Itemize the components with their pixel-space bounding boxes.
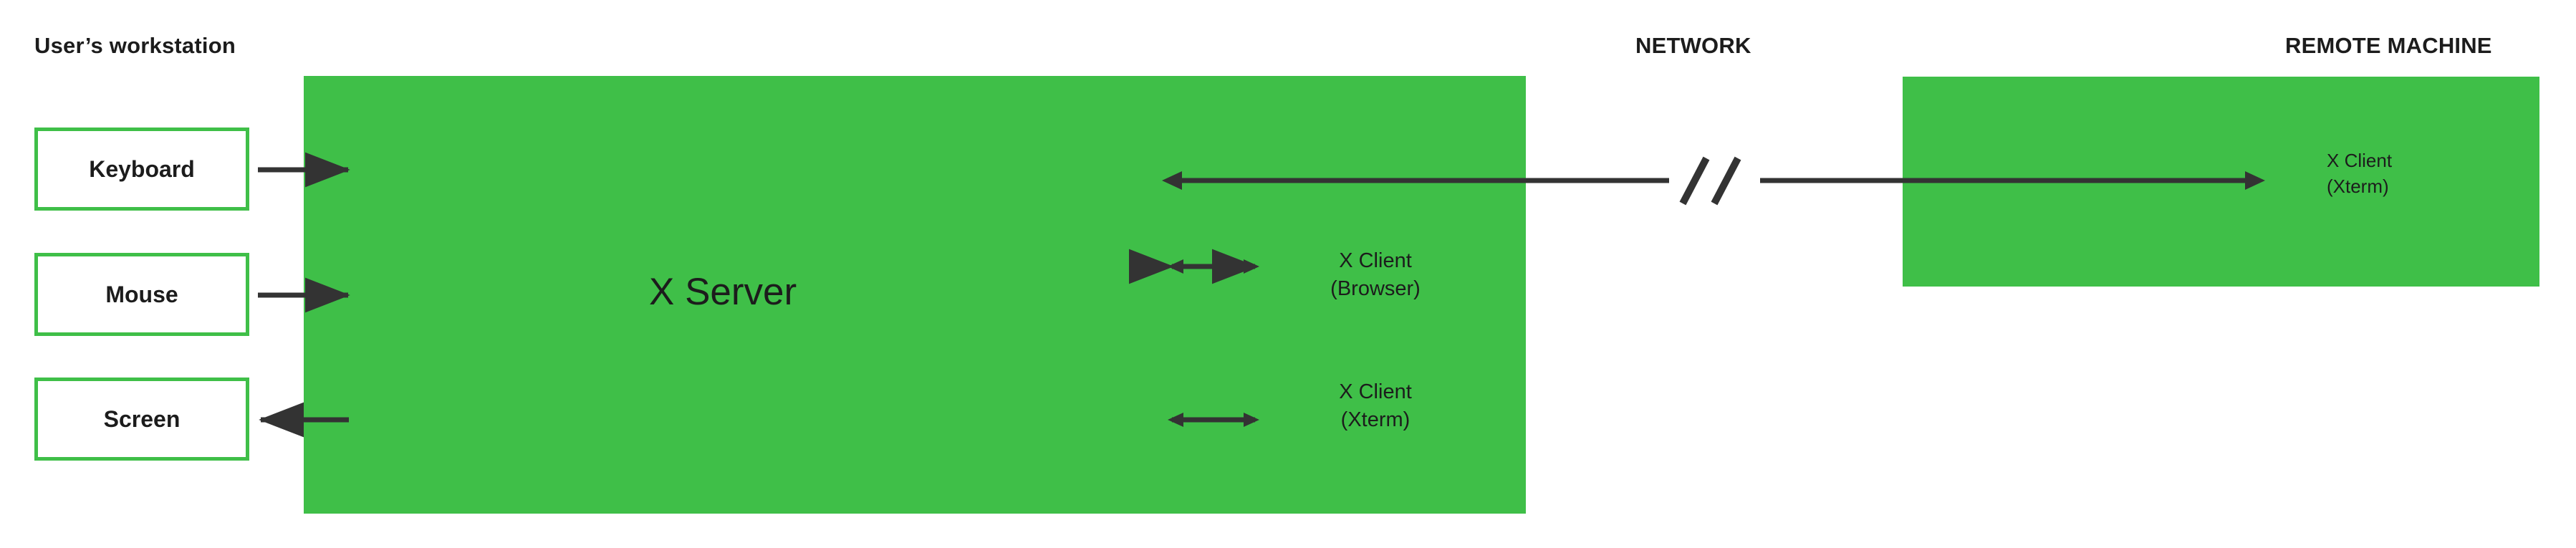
network-break-icon-slash-1 [1679, 156, 1710, 206]
x-client-xterm-remote-label: X Client (Xterm) [2327, 148, 2477, 200]
device-label-mouse: Mouse [105, 282, 178, 307]
x-client-browser-line2: (Browser) [1330, 277, 1421, 300]
device-box-screen: Screen [34, 378, 249, 461]
device-label-keyboard: Keyboard [89, 156, 195, 182]
x-client-xterm-remote-line2: (Xterm) [2327, 175, 2389, 197]
x-client-xterm-local-line1: X Client [1339, 380, 1412, 403]
x-server-title: X Server [649, 271, 797, 313]
device-box-mouse: Mouse [34, 253, 249, 336]
heading-remote-machine: REMOTE MACHINE [2285, 33, 2492, 58]
device-box-keyboard: Keyboard [34, 128, 249, 211]
device-label-screen: Screen [103, 406, 181, 432]
x-client-browser-line1: X Client [1339, 249, 1412, 272]
x-server-panel [304, 76, 1526, 514]
network-break-icon-slash-2 [1711, 156, 1741, 206]
x-client-browser-label: X Client (Browser) [1282, 247, 1469, 302]
x-client-xterm-local-line2: (Xterm) [1340, 408, 1410, 431]
x-client-xterm-remote-line1: X Client [2327, 150, 2393, 171]
x-client-xterm-local-label: X Client (Xterm) [1282, 378, 1469, 433]
heading-network: NETWORK [1635, 33, 1751, 58]
heading-users-workstation: User’s workstation [34, 33, 236, 58]
